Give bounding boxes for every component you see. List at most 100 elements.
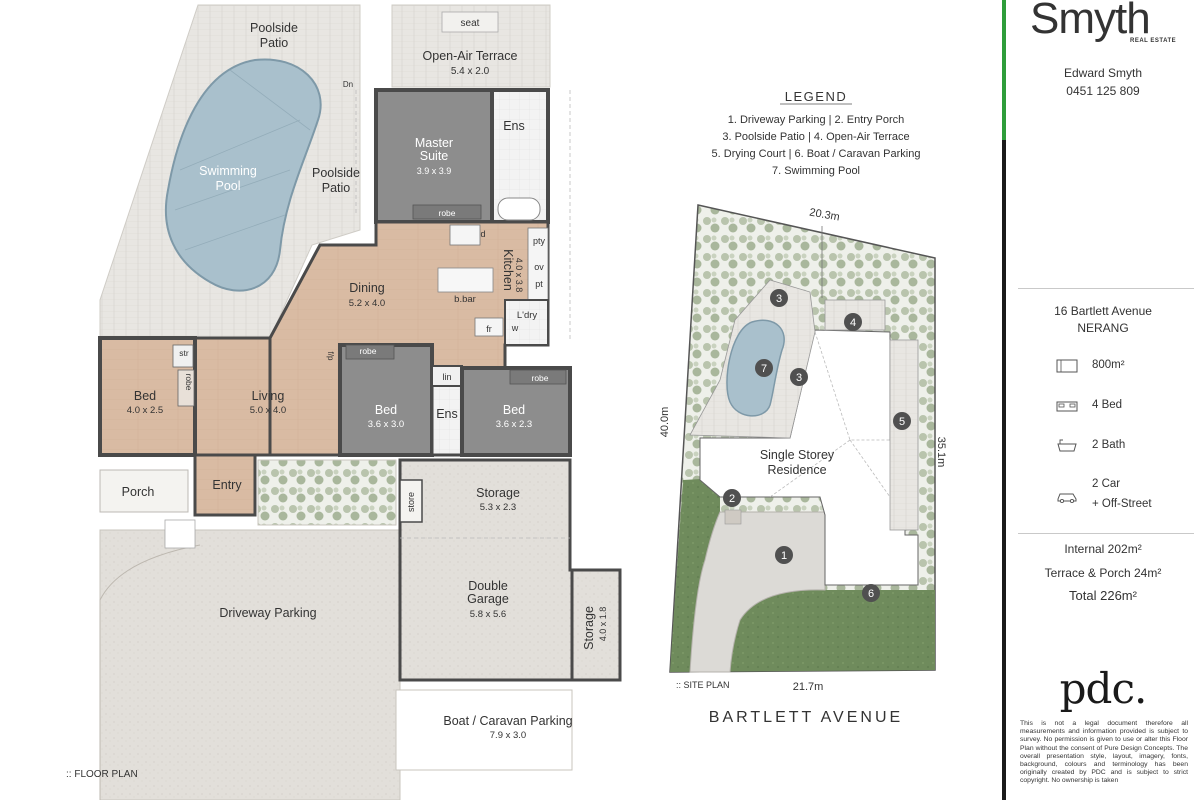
smyth-logo: Smyth: [1030, 0, 1151, 43]
internal-area: Internal 202m²: [1064, 542, 1142, 556]
label-robe-master: robe: [438, 208, 455, 218]
site-plan-caption: :: SITE PLAN: [676, 680, 730, 690]
floor-plan: [98, 4, 622, 801]
storage-side: [570, 568, 622, 682]
feature-car: 2 Car + Off-Street: [1046, 476, 1196, 516]
feature-land-size-label: 800m²: [1092, 359, 1125, 371]
laundry: [504, 299, 549, 346]
label-bed-left-dim: 4.0 x 2.5: [127, 405, 163, 416]
label-ensuite-mid: Ens: [436, 407, 458, 421]
terrace-porch-area: Terrace & Porch 24m²: [1044, 566, 1162, 580]
feature-bed: 4 Bed: [1046, 396, 1196, 418]
divider-1: [1018, 288, 1194, 289]
site-marker-6: 6: [862, 584, 880, 602]
swimming-pool: [164, 58, 322, 292]
porch: [99, 469, 189, 513]
entry: [193, 453, 257, 517]
site-markers: 1 2 3 3 4 5 6 7: [723, 289, 911, 602]
copyright-disclaimer: This is not a legal document therefore a…: [1020, 720, 1188, 785]
boat-caravan-bay: [395, 689, 573, 771]
driveway-area: [99, 529, 401, 801]
site-marker-4: 4: [844, 313, 862, 331]
bed-icon: [1056, 401, 1078, 412]
svg-text:6: 6: [868, 588, 874, 600]
site-dim-right: 35.1m: [935, 437, 947, 468]
address-street: 16 Bartlett Avenue: [1054, 304, 1152, 318]
smyth-logo-sub: REAL ESTATE: [1130, 38, 1177, 44]
label-bbar: b.bar: [454, 294, 476, 305]
svg-text:3: 3: [776, 293, 782, 305]
label-dining-dim: 5.2 x 4.0: [349, 298, 385, 309]
site-residence: [699, 329, 919, 586]
site-dim-left: 40.0m: [659, 407, 671, 438]
pdc-logo: pdc.: [1059, 664, 1148, 713]
label-kitchen-dim: 4.0 x 3.8: [514, 258, 524, 293]
svg-text:5: 5: [899, 416, 905, 428]
label-bed-left: Bed: [134, 389, 156, 403]
label-d: d: [480, 229, 485, 239]
kitchen-island: [437, 267, 494, 293]
site-drying-court: [889, 339, 919, 531]
bed-right: [460, 366, 572, 457]
legend-line-3: 5. Drying Court | 6. Boat / Caravan Park…: [712, 148, 921, 160]
label-bed-mid: Bed: [375, 403, 397, 417]
label-living-dim: 5.0 x 4.0: [250, 405, 286, 416]
car-icon: [1057, 493, 1077, 504]
svg-text:2: 2: [729, 493, 735, 505]
label-boat-caravan: Boat / Caravan Parking: [443, 714, 572, 728]
site-marker-7: 7: [755, 359, 773, 377]
label-pt: pt: [535, 279, 543, 289]
agent-name: Edward Smyth: [1063, 66, 1143, 80]
site-street-name: BARTLETT AVENUE: [709, 709, 903, 726]
label-robe-left: robe: [184, 373, 194, 390]
label-fireplace: f/p: [326, 352, 335, 361]
label-robe-mid: robe: [359, 346, 376, 356]
site-marker-5: 5: [893, 412, 911, 430]
sidebar: Smyth REAL ESTATE Edward Smyth 0451 125 …: [1006, 0, 1200, 800]
label-seat: seat: [461, 18, 480, 29]
svg-text:1: 1: [781, 550, 787, 562]
label-master-suite-dim: 3.9 x 3.9: [417, 166, 452, 176]
label-kitchen: Kitchen: [501, 249, 515, 291]
feature-bath-label: 2 Bath: [1092, 439, 1126, 451]
label-dn: Dn: [343, 80, 353, 89]
site-marker-1: 1: [775, 546, 793, 564]
label-robe-right: robe: [531, 373, 548, 383]
bed-mid: [338, 343, 434, 457]
svg-text:4: 4: [850, 317, 856, 329]
courtyard-garden: [257, 459, 397, 526]
floor-plan-caption: :: FLOOR PLAN: [66, 769, 138, 780]
site-marker-2: 2: [723, 489, 741, 507]
label-pty: pty: [533, 236, 546, 246]
legend-title: LEGEND: [785, 89, 847, 104]
label-ov: ov: [534, 262, 544, 272]
label-bed-right-dim: 3.6 x 2.3: [496, 419, 532, 430]
label-storage-top: Storage: [476, 486, 520, 500]
legend: LEGEND 1. Driveway Parking | 2. Entry Po…: [712, 89, 921, 177]
label-double-garage-dim: 5.8 x 5.6: [470, 609, 506, 620]
label-w: w: [511, 323, 519, 333]
label-storage-side-dim: 4.0 x 1.8: [598, 607, 608, 642]
feature-bath: 2 Bath: [1046, 436, 1196, 458]
agent-phone: 0451 125 809: [1066, 84, 1140, 98]
svg-text:3: 3: [796, 372, 802, 384]
master-suite: [374, 88, 494, 224]
label-storage-top-dim: 5.3 x 2.3: [480, 502, 516, 513]
site-dim-bottom: 21.7m: [793, 681, 824, 693]
label-driveway-parking: Driveway Parking: [219, 606, 316, 620]
site-marker-3a: 3: [770, 289, 788, 307]
label-open-air-terrace: Open-Air Terrace: [423, 49, 518, 63]
divider-2: [1018, 533, 1194, 534]
label-str: str: [179, 348, 189, 358]
label-bed-right: Bed: [503, 403, 525, 417]
site-marker-3b: 3: [790, 368, 808, 386]
label-store: store: [406, 492, 416, 512]
